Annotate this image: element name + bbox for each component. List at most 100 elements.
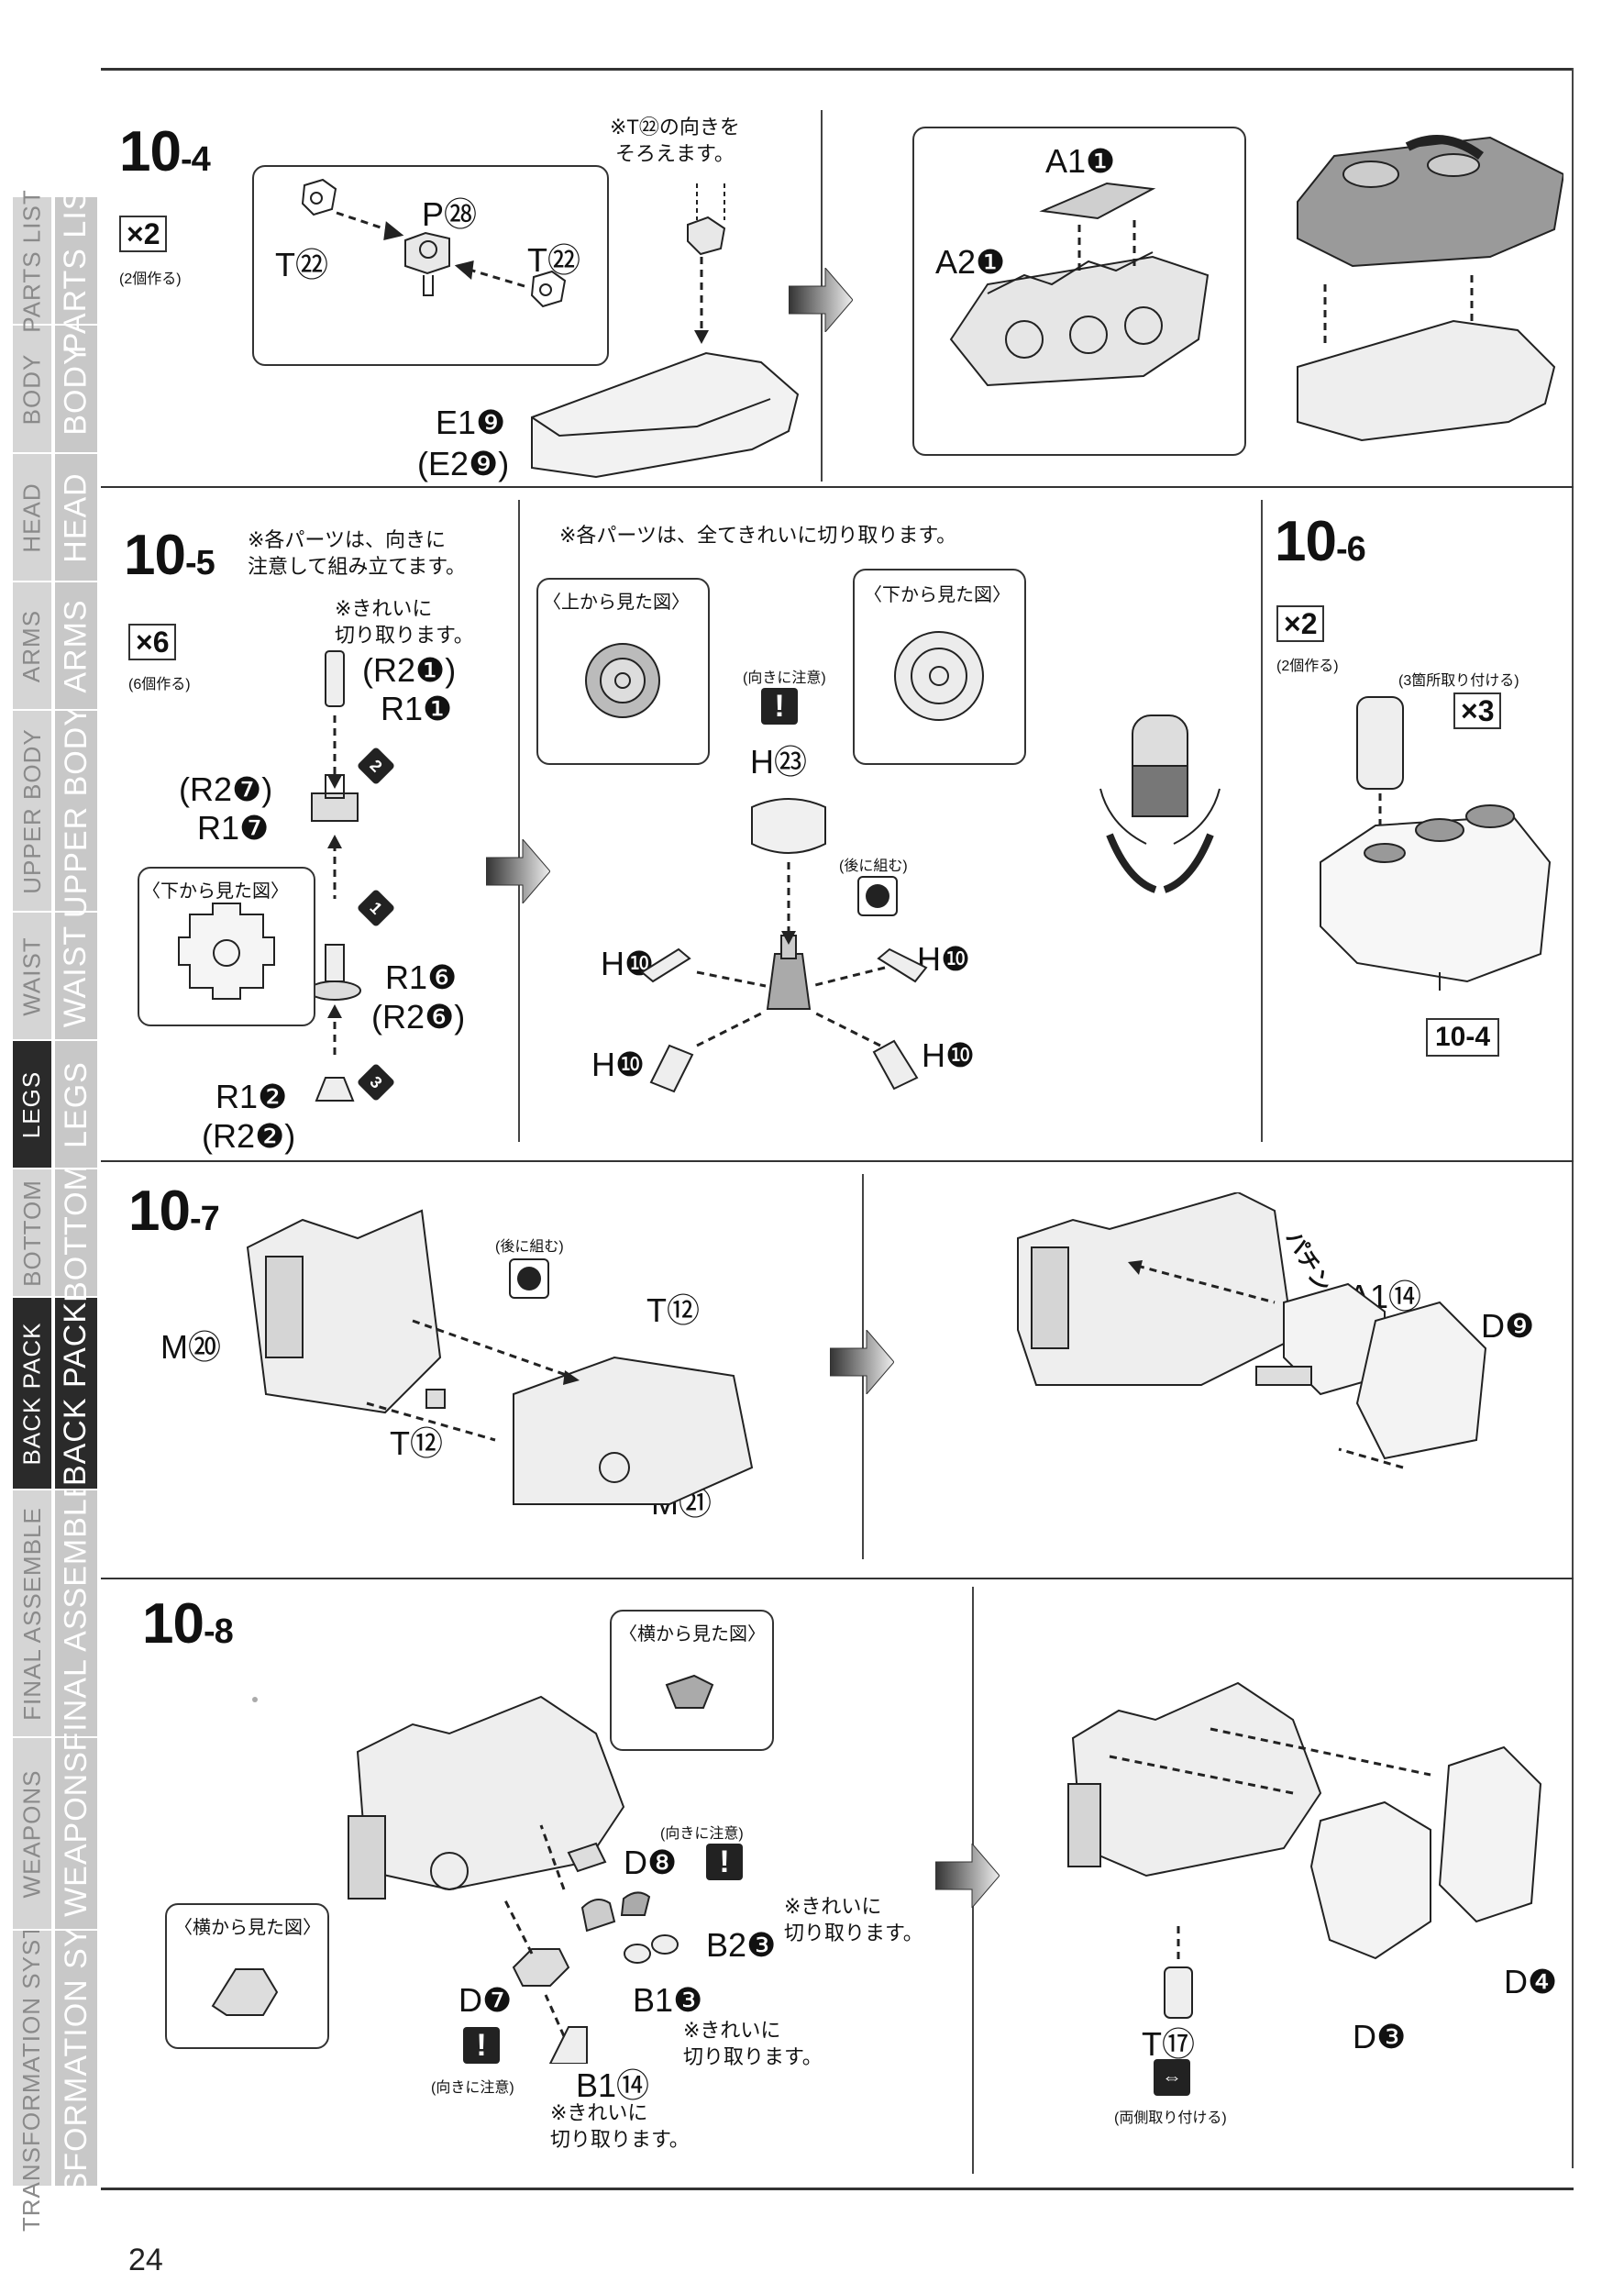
- part-t12-a: T⑫: [646, 1291, 700, 1329]
- rotation-illustration: [1099, 714, 1221, 893]
- part-b1-14: B1⑭: [576, 2066, 650, 2104]
- right-rule: [1572, 68, 1574, 2168]
- reference-step-10-4: 10-4: [1426, 1018, 1500, 1057]
- tab-transformation-system[interactable]: TRANSFORMATION SYSTEM: [13, 1885, 51, 2232]
- bottom-view-illustration: [178, 903, 275, 1000]
- caution-icon-d7: !: [463, 2027, 500, 2064]
- part-p28: P㉘: [422, 195, 478, 233]
- section-tabs: TRANSFORMATION SYSTEM WEAPONS FINAL ASSE…: [13, 168, 97, 2281]
- caution-icon-d8: !: [706, 1844, 743, 1880]
- part-b1-3: B1❸: [633, 1981, 703, 2019]
- tab-arms[interactable]: ARMS: [13, 582, 51, 711]
- shaft-assembly-illustration: [308, 650, 361, 1102]
- part-r1-6: R1❻: [385, 958, 458, 996]
- tab-legs[interactable]: LEGS: [13, 1041, 51, 1169]
- multiplier-note-10-6: (2個作る): [1276, 659, 1339, 674]
- tab-transformation-system[interactable]: TRANSFORMATION SYSTEM: [55, 1835, 97, 2281]
- tab-waist[interactable]: WAIST: [55, 913, 97, 1041]
- thruster-housing-illustration: [1320, 696, 1552, 991]
- tab-final-assemble[interactable]: FINAL ASSEMBLE: [13, 1490, 51, 1738]
- tab-back-pack[interactable]: BACK PACK: [55, 1298, 97, 1490]
- callout-panel-10-4-right: [912, 127, 1246, 456]
- step-title-10-8: 10-8: [142, 1592, 234, 1656]
- tab-parts-list[interactable]: PARTS LIST: [13, 189, 51, 332]
- tab-body[interactable]: BODY: [55, 326, 97, 454]
- tab-upper-body[interactable]: UPPER BODY: [13, 711, 51, 913]
- tab-body[interactable]: BODY: [13, 326, 51, 454]
- part-r2-2: (R2❷): [202, 1117, 296, 1155]
- clean-cut-note-10-5: ※きれいに 切り取ります。: [335, 597, 474, 647]
- tab-weapons[interactable]: WEAPONS: [55, 1738, 97, 1931]
- orientation-note-10-4: ※T㉒の向きを そろえます。: [610, 116, 740, 165]
- bottom-rule: [101, 2188, 1574, 2190]
- frame-assembly-illustration: [246, 1209, 754, 1505]
- tab-head[interactable]: HEAD: [13, 454, 51, 582]
- part-a2: A2❶: [935, 243, 1006, 281]
- tab-legs[interactable]: LEGS: [55, 1041, 97, 1169]
- page-number: 24: [128, 2243, 163, 2277]
- view-label-bottom-2: 〈下から見た図〉: [864, 585, 1011, 605]
- clean-cut-note-b1-3: ※きれいに 切り取ります。: [683, 2019, 823, 2068]
- tab-upper-body[interactable]: UPPER BODY: [55, 704, 97, 917]
- part-d8: D❽: [624, 1844, 678, 1881]
- attach-note-10-6: (3箇所取り付ける): [1398, 673, 1519, 689]
- step-title-10-5: 10-5: [124, 524, 215, 587]
- part-e2: (E2❾): [417, 445, 510, 482]
- part-e1: E1❾: [436, 404, 506, 441]
- part-r2-7: (R2❼): [179, 770, 273, 808]
- part-r2-1: (R2❶): [362, 651, 457, 689]
- both-sides-note: (両側取り付ける): [1114, 2110, 1227, 2126]
- multiplier-10-6: ×2: [1276, 605, 1325, 642]
- part-r1-7: R1❼: [197, 809, 270, 847]
- base-shell-illustration: [531, 183, 800, 479]
- later-note-10-5: (後に組む): [839, 858, 908, 874]
- tab-bottom[interactable]: BOTTOM: [13, 1169, 51, 1298]
- view-label-top: 〈上から見た図〉: [543, 593, 690, 613]
- top-rule: [101, 68, 1574, 71]
- tab-parts-list[interactable]: PARTS LIST: [55, 168, 97, 353]
- top-view-illustration: [585, 643, 660, 718]
- callout-panel-10-4: [252, 165, 609, 366]
- side-view-lower-illustration: [211, 1968, 279, 2016]
- tab-column-outer: TRANSFORMATION SYSTEM WEAPONS FINAL ASSE…: [13, 189, 51, 2232]
- t17-part-illustration: [1164, 1926, 1193, 2019]
- multiplier-10-4: ×2: [119, 216, 168, 252]
- times-three: ×3: [1453, 692, 1502, 729]
- part-t22-right: T㉒: [527, 241, 580, 279]
- part-d9: D❾: [1481, 1307, 1535, 1345]
- tab-final-assemble[interactable]: FINAL ASSEMBLE: [55, 1476, 97, 1751]
- finished-shell-illustration: [1297, 135, 1563, 442]
- later-assembly-icon-10-7: [509, 1258, 549, 1299]
- caution-icon: !: [761, 688, 798, 725]
- bottom-view-2-illustration: [894, 631, 984, 721]
- part-d3: D❸: [1353, 2018, 1407, 2055]
- tab-head[interactable]: HEAD: [55, 454, 97, 582]
- tab-weapons[interactable]: WEAPONS: [13, 1738, 51, 1931]
- part-a1: A1❶: [1045, 142, 1116, 180]
- clean-cut-note-b2: ※きれいに 切り取ります。: [784, 1895, 923, 1944]
- part-h10-d: H❿: [922, 1036, 976, 1074]
- row-divider-1: [101, 486, 1574, 488]
- part-d4: D❹: [1504, 1963, 1558, 2000]
- tab-bottom[interactable]: BOTTOM: [55, 1164, 97, 1302]
- multiplier-10-5: ×6: [128, 624, 177, 660]
- both-sides-icon: ⇔: [1154, 2059, 1190, 2096]
- next-arrow-icon: [486, 839, 550, 903]
- tab-arms[interactable]: ARMS: [55, 582, 97, 711]
- scan-speck: [252, 1697, 258, 1702]
- side-view-panel-lower: [165, 1903, 329, 2049]
- part-h23: H㉓: [750, 743, 807, 781]
- caution-note-d8: (向きに注意): [660, 1826, 744, 1842]
- caution-note-d7: (向きに注意): [431, 2080, 514, 2096]
- part-r1-1: R1❶: [381, 690, 453, 727]
- part-b2: B2❸: [706, 1926, 777, 1964]
- step-title-10-6: 10-6: [1275, 510, 1366, 573]
- row-divider-2: [101, 1160, 1574, 1162]
- tab-waist[interactable]: WAIST: [13, 913, 51, 1041]
- col-divider-10-5b: [1261, 500, 1263, 1142]
- frame-complete-illustration: [1017, 1192, 1487, 1469]
- multiplier-note-10-5: (6個作る): [128, 677, 191, 692]
- part-t22-left: T㉒: [275, 246, 328, 283]
- multiplier-note-10-4: (2個作る): [119, 271, 182, 287]
- tab-back-pack[interactable]: BACK PACK: [13, 1298, 51, 1490]
